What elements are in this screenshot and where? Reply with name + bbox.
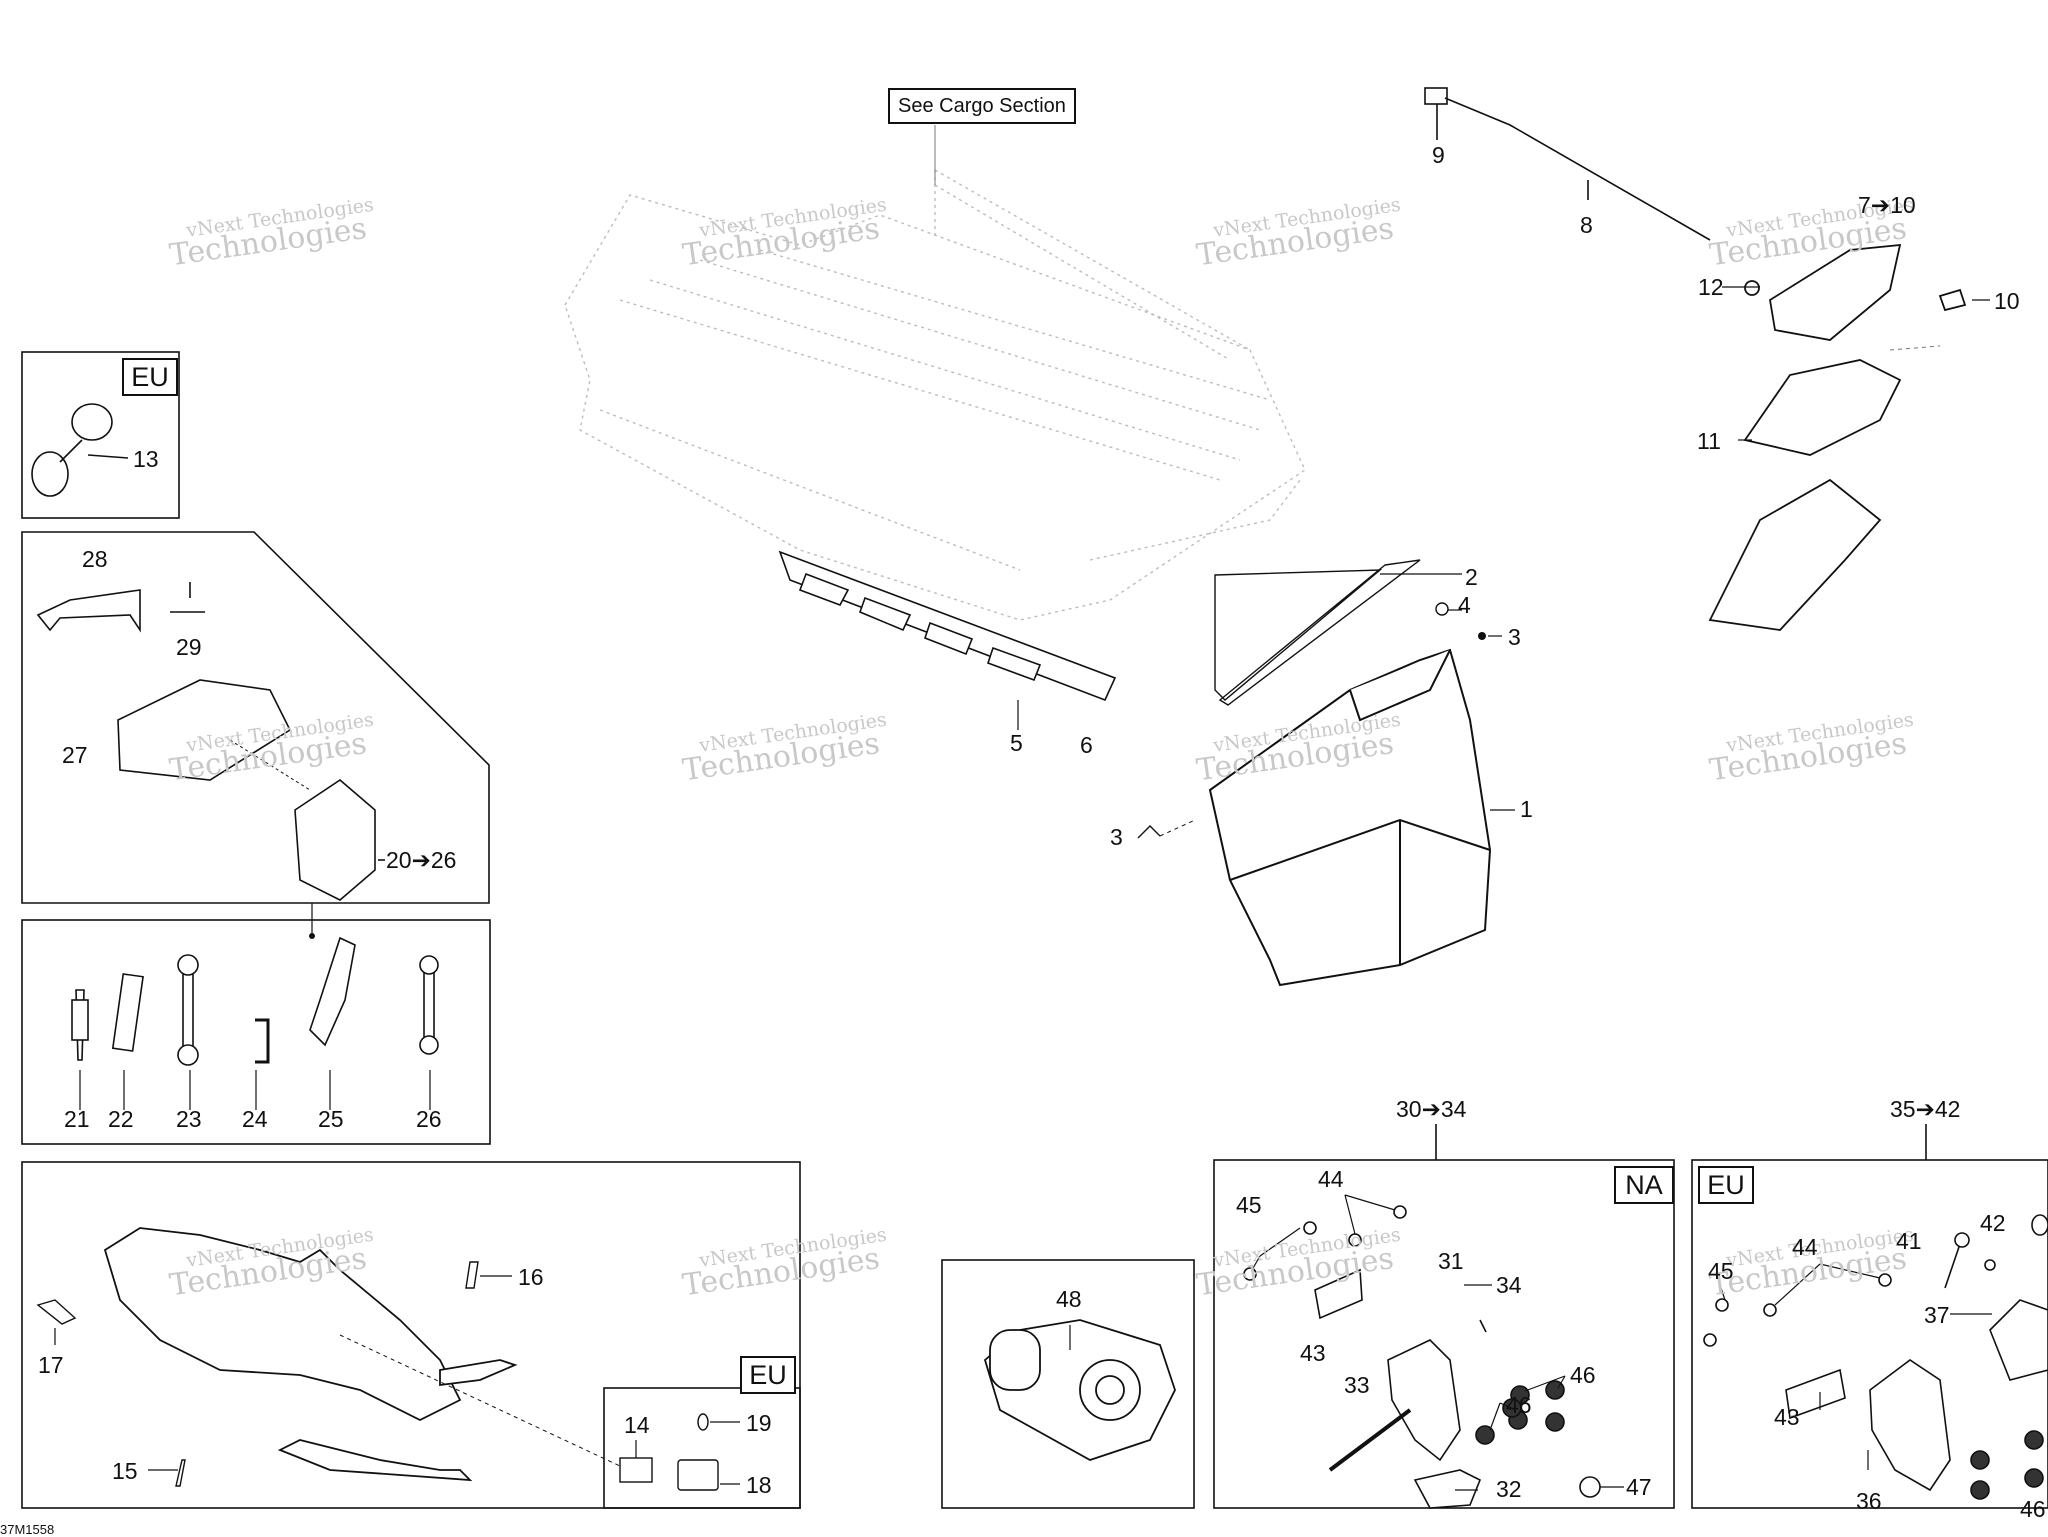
callout-46: 46 bbox=[1570, 1362, 1596, 1388]
callout-18: 18 bbox=[746, 1472, 772, 1498]
mirror-panel-frame bbox=[21, 351, 180, 519]
callout-34: 34 bbox=[1496, 1272, 1522, 1298]
callout-46: 46 bbox=[1506, 1392, 1532, 1418]
drawing-code: 37M1558 bbox=[0, 1522, 55, 1537]
callout-25: 25 bbox=[318, 1106, 344, 1132]
callout-45: 45 bbox=[1708, 1258, 1734, 1284]
cargo-rack-illustration bbox=[564, 169, 1306, 621]
callout-14: 14 bbox=[624, 1412, 650, 1438]
callout-23: 23 bbox=[176, 1106, 202, 1132]
see-cargo-section-note: See Cargo Section bbox=[888, 88, 1076, 124]
callout-43: 43 bbox=[1300, 1340, 1326, 1366]
callout-7-to-10: 7➔10 bbox=[1858, 192, 1916, 218]
bracket-strip-illustration bbox=[1214, 559, 1421, 706]
callout-27: 27 bbox=[62, 742, 88, 768]
na-mount-panel-frame bbox=[1213, 1159, 1675, 1509]
callout-2: 2 bbox=[1465, 564, 1478, 590]
callout-41: 41 bbox=[1896, 1228, 1922, 1254]
callout-48: 48 bbox=[1056, 1286, 1082, 1312]
winch-illustration bbox=[983, 1319, 1176, 1461]
eu-mount-illustration bbox=[1703, 1214, 2048, 1500]
callout-15: 15 bbox=[112, 1458, 138, 1484]
callout-10: 10 bbox=[1994, 288, 2020, 314]
na-mount-illustration bbox=[1243, 1205, 1601, 1509]
callout-3: 3 bbox=[1508, 624, 1521, 650]
eu-decals-subpanel-frame bbox=[603, 1387, 801, 1509]
region-tag-na-mount: NA bbox=[1614, 1166, 1674, 1204]
callout-28: 28 bbox=[82, 546, 108, 572]
callout-16: 16 bbox=[518, 1264, 544, 1290]
callout-20-to-26: 20➔26 bbox=[386, 847, 457, 873]
callout-44: 44 bbox=[1318, 1166, 1344, 1192]
callout-42: 42 bbox=[1980, 1210, 2006, 1236]
callout-9: 9 bbox=[1432, 142, 1445, 168]
callout-37: 37 bbox=[1924, 1302, 1950, 1328]
callout-21: 21 bbox=[64, 1106, 90, 1132]
callout-13: 13 bbox=[133, 446, 159, 472]
callout-24: 24 bbox=[242, 1106, 268, 1132]
storage-bag-illustration bbox=[1208, 648, 1492, 987]
bumper-rail-illustration bbox=[778, 550, 1117, 702]
harness-illustration bbox=[1424, 87, 1711, 241]
toolkit-panel-frame bbox=[21, 531, 490, 904]
eu-mount-panel-frame bbox=[1691, 1159, 2048, 1509]
snowmobile-illustration bbox=[103, 1227, 518, 1482]
callout-45: 45 bbox=[1236, 1192, 1262, 1218]
callout-6: 6 bbox=[1080, 732, 1093, 758]
decals-panel-frame bbox=[21, 1161, 801, 1509]
callout-44: 44 bbox=[1792, 1234, 1818, 1260]
callout-8: 8 bbox=[1580, 212, 1593, 238]
callout-33: 33 bbox=[1344, 1372, 1370, 1398]
callout-12: 12 bbox=[1698, 274, 1724, 300]
mirror-illustration bbox=[31, 403, 129, 497]
callout-22: 22 bbox=[108, 1106, 134, 1132]
callout-35-to-42: 35➔42 bbox=[1890, 1096, 1961, 1122]
callout-19: 19 bbox=[746, 1410, 772, 1436]
callout-5: 5 bbox=[1010, 730, 1023, 756]
callout-1: 1 bbox=[1520, 796, 1533, 822]
callout-36: 36 bbox=[1856, 1488, 1882, 1514]
toolkit-contents-illustration bbox=[36, 582, 385, 901]
region-tag-eu-decals: EU bbox=[740, 1356, 796, 1394]
callout-11: 11 bbox=[1697, 428, 1721, 454]
callout-47: 47 bbox=[1626, 1474, 1652, 1500]
callout-43: 43 bbox=[1774, 1404, 1800, 1430]
callout-26: 26 bbox=[416, 1106, 442, 1132]
callout-3: 3 bbox=[1110, 824, 1123, 850]
callout-32: 32 bbox=[1496, 1476, 1522, 1502]
callout-31: 31 bbox=[1438, 1248, 1464, 1274]
tools-panel-frame bbox=[21, 919, 491, 1145]
region-tag-eu-mirror: EU bbox=[122, 358, 178, 396]
light-assembly-illustration bbox=[1708, 243, 1967, 631]
region-tag-eu-mount: EU bbox=[1698, 1166, 1754, 1204]
winch-panel-frame bbox=[941, 1259, 1195, 1509]
callout-30-to-34: 30➔34 bbox=[1396, 1096, 1467, 1122]
callout-46: 46 bbox=[2020, 1496, 2046, 1522]
callout-4: 4 bbox=[1458, 592, 1471, 618]
callout-29: 29 bbox=[176, 634, 202, 660]
tools-illustration bbox=[71, 936, 439, 1066]
callout-17: 17 bbox=[38, 1352, 64, 1378]
